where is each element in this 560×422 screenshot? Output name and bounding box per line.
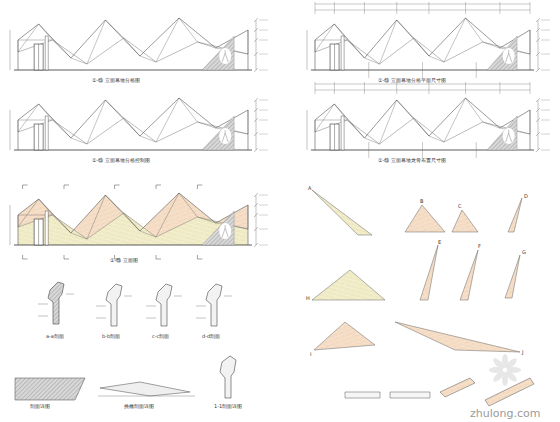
- panel-letter: D: [524, 194, 528, 199]
- panel-triangle: [460, 250, 478, 300]
- drawing-caption: 剖面详图: [30, 404, 50, 409]
- panel-letter: F: [478, 244, 481, 249]
- panel-triangle: [312, 190, 372, 235]
- watermark: zhulong.com: [470, 408, 540, 419]
- panel-letter: B: [420, 199, 423, 204]
- panel-triangle: [314, 322, 375, 350]
- drawing-caption: ①-⑬ 立面幕墙龙骨布置尺寸图: [378, 158, 446, 163]
- section-details: [15, 282, 534, 406]
- panel-triangle: [395, 322, 520, 352]
- panel-letter: C: [458, 204, 462, 209]
- panel-triangle: [405, 205, 445, 232]
- panel-letter: G: [522, 250, 526, 255]
- drawing-caption: ①-⑬ 立面图: [110, 258, 138, 263]
- drawing-caption: b-b剖面: [102, 334, 120, 339]
- elevation-drawing: [307, 82, 550, 158]
- panel-letter: J: [522, 350, 523, 355]
- drawing-caption: c-c剖面: [152, 334, 169, 339]
- panel-triangle: [508, 198, 522, 232]
- panel-letter: A: [308, 186, 311, 191]
- elevation-drawing: [10, 18, 268, 72]
- elevation-drawing: [10, 98, 268, 152]
- drawing-caption: ①-⑬ 立面幕墙分格平面尺寸图: [378, 78, 446, 83]
- panel-letter: E: [438, 240, 441, 245]
- elevation-drawing: [307, 2, 550, 78]
- panel-letter: I: [310, 352, 311, 357]
- drawing-caption: ①-⑬ 立面幕墙分格控制图: [92, 158, 150, 163]
- drawing-caption: a-a剖面: [46, 334, 64, 339]
- watermark-logo: [489, 354, 521, 386]
- drawing-caption: 挑檐剖面详图: [124, 404, 154, 409]
- panel-letter: H: [306, 296, 310, 301]
- panel-triangle: [452, 210, 478, 232]
- elevation-drawing: [10, 185, 268, 259]
- panel-triangle: [312, 270, 385, 300]
- drawing-caption: d-d剖面: [202, 334, 220, 339]
- drawing-caption: ①-⑬ 立面幕墙分格图: [92, 78, 140, 83]
- drawing-caption: 1-1剖面详图: [214, 404, 242, 409]
- panel-triangle: [420, 245, 438, 300]
- panel-triangle: [505, 255, 520, 298]
